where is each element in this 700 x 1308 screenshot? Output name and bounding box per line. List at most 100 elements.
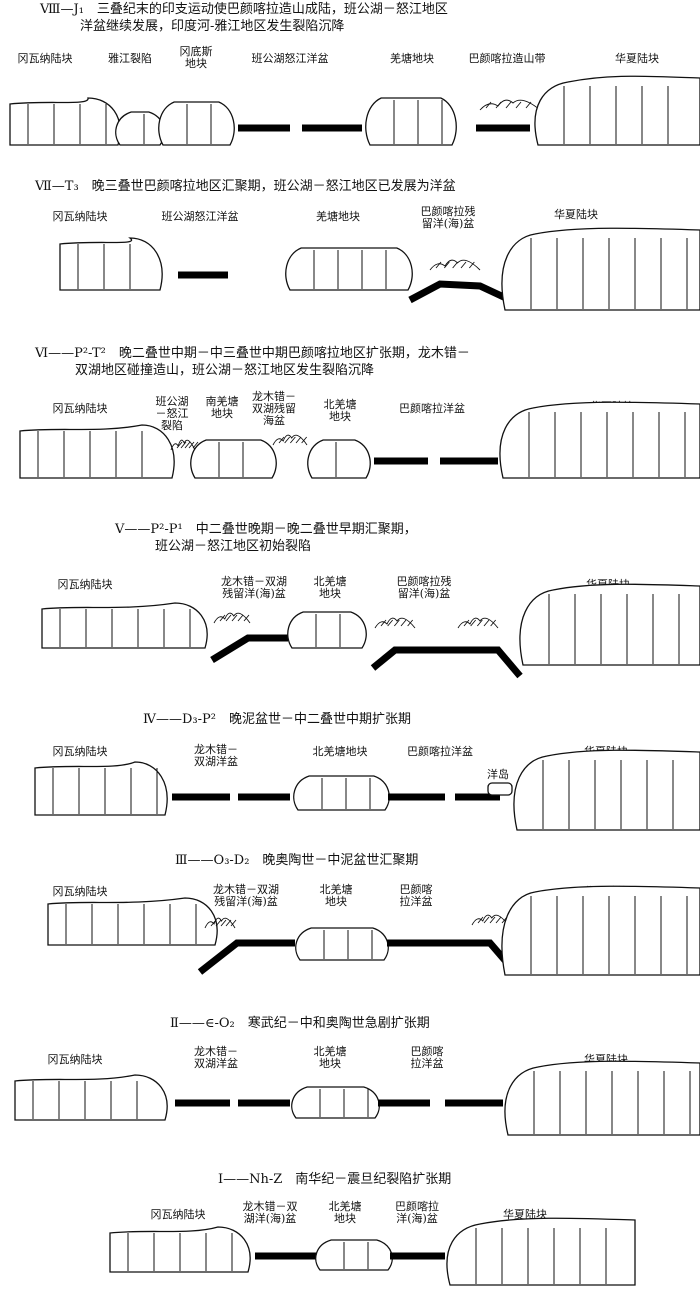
gondwana-block	[19, 424, 175, 479]
gondwana-block	[34, 761, 168, 816]
block-label: 龙木错－双湖残留洋(海)盆	[221, 574, 287, 600]
longmucuo-remnant-sediment	[272, 434, 308, 446]
cathaysia-block	[504, 1060, 700, 1136]
block-label: 巴颜喀拉洋盆	[407, 744, 473, 758]
cathaysia-block	[501, 885, 700, 976]
block-label: 龙木错－双湖洋盆	[194, 742, 238, 768]
block-label: 冈瓦纳陆块	[48, 1052, 103, 1066]
qiangtang-block	[285, 247, 413, 291]
panel-heading: Ⅶ—T₃ 晚三叠世巴颜喀拉地区汇聚期，班公湖－怒江地区已发展为洋盆	[34, 178, 456, 194]
gondwana-block	[41, 602, 208, 649]
block-label: 冈瓦纳陆块	[53, 209, 108, 223]
block-label: 雅江裂陷	[108, 51, 152, 65]
block-label: 巴颜喀拉残留洋(海)盆	[397, 574, 452, 600]
bangong-rift-sediment	[170, 439, 199, 451]
block-label: 冈瓦纳陆块	[53, 401, 108, 415]
block-label: 巴颜喀拉造山带	[469, 51, 546, 65]
block-label: 羌塘地块	[390, 51, 434, 65]
block-label: 龙木错－双湖残留洋(海)盆	[213, 882, 279, 908]
block-label: 班公湖怒江洋盆	[252, 51, 329, 65]
block-label: 北羌塘地块	[324, 397, 357, 423]
block-label: 巴颜喀拉洋盆	[411, 1045, 444, 1070]
cathaysia-block	[534, 75, 700, 146]
panel-heading: Ⅰ——Nh-Z 南华纪－震旦纪裂陷扩张期	[218, 1171, 451, 1187]
panel-VI: Ⅵ——P²-T² 晚二叠世中期－中三叠世中期巴颜喀拉地区扩张期，龙木错－双湖地区…	[19, 345, 700, 479]
block-label: 巴颜喀拉洋盆	[399, 401, 465, 415]
block-label: 巴颜喀拉洋盆	[400, 883, 433, 908]
panel-heading: Ⅷ—J₁ 三叠纪末的印支运动使巴颜喀拉造山成陆，班公湖－怒江地区	[39, 1, 448, 17]
panel-heading: 双湖地区碰撞造山，班公湖－怒江地区发生裂陷沉降	[75, 362, 374, 378]
block-label: 冈瓦纳陆块	[53, 744, 108, 758]
block-label: 北羌塘地块	[320, 882, 353, 908]
yajiang-rift	[115, 111, 165, 146]
cathaysia-block	[513, 749, 700, 831]
bayanhar-orogen-sediment	[479, 99, 541, 111]
block-label: 龙木错－双湖洋盆	[194, 1044, 238, 1070]
ocean-island	[487, 782, 513, 796]
gondwana-block	[47, 897, 218, 946]
bayanhar-sediment-left	[374, 617, 416, 629]
bayanhar-sediment	[429, 259, 481, 271]
panel-heading: Ⅴ——P²-P¹ 中二叠世晚期－晚二叠世早期汇聚期，	[114, 522, 417, 537]
north-qiangtang-block	[287, 611, 367, 649]
cathaysia-block	[499, 401, 700, 479]
block-label: 羌塘地块	[316, 209, 360, 223]
block-label: 龙木错－双湖洋(海)盆	[243, 1199, 298, 1225]
longmucuo-sediment	[213, 612, 251, 624]
bayanhar-remnant-basin	[370, 646, 523, 679]
block-label: 班公湖－怒江裂陷	[156, 395, 189, 432]
longmucuo-remnant-basin	[210, 634, 288, 663]
block-label: 冈瓦纳陆块	[53, 884, 108, 898]
gondwana-block	[109, 1226, 251, 1273]
bayanhar-remnant-basin	[408, 280, 512, 304]
panel-heading: Ⅳ——D₃-P² 晚泥盆世－中二叠世中期扩张期	[143, 712, 411, 727]
gondwana-block	[14, 1074, 168, 1121]
bayanhar-sediment	[471, 914, 509, 926]
block-label: 冈瓦纳陆块	[151, 1207, 206, 1221]
panel-VIII: Ⅷ—J₁ 三叠纪末的印支运动使巴颜喀拉造山成陆，班公湖－怒江地区洋盆继续发展，印…	[9, 1, 700, 146]
panel-heading: Ⅵ——P²-T² 晚二叠世中期－中三叠世中期巴颜喀拉地区扩张期，龙木错－	[34, 345, 470, 361]
panel-heading: Ⅱ——∈-O₂ 寒武纪－中和奥陶世急剧扩张期	[170, 1015, 430, 1031]
cathaysia-block	[519, 583, 700, 666]
block-label: 北羌塘地块	[329, 1199, 362, 1225]
block-label: 南羌塘地块	[206, 394, 239, 420]
longmucuo-remnant-basin	[197, 939, 295, 975]
block-label: 洋岛	[487, 767, 509, 781]
block-label: 冈底斯地块	[180, 44, 213, 70]
block-label: 班公湖怒江洋盆	[162, 209, 239, 223]
north-qiangtang-block	[307, 439, 371, 479]
longmucuo-sediment	[204, 917, 237, 929]
block-label: 华夏陆块	[554, 207, 598, 221]
block-label: 华夏陆块	[615, 51, 659, 65]
north-qiangtang-block	[295, 927, 389, 961]
gondwana-block	[59, 237, 163, 291]
block-label: 巴颜喀拉残留洋(海)盆	[421, 204, 476, 230]
panel-heading: Ⅲ——O₃-D₂ 晚奥陶世－中泥盆世汇聚期	[175, 852, 418, 868]
gangdese-block	[158, 101, 235, 146]
block-label: 北羌塘地块	[314, 1044, 347, 1070]
bayanhar-sediment-right	[457, 617, 499, 629]
panel-heading: 班公湖－怒江地区初始裂陷	[155, 539, 311, 554]
gondwana-block	[9, 97, 121, 146]
cathaysia-block	[501, 227, 700, 311]
cathaysia-block	[446, 1217, 636, 1286]
block-label: 巴颜喀拉洋(海)盆	[395, 1199, 439, 1225]
bayanhar-ocean-basin	[387, 939, 518, 975]
north-qiangtang-block	[293, 775, 390, 811]
qiangtang-block	[365, 97, 457, 146]
block-label: 龙木错－双湖残留海盆	[252, 389, 296, 427]
block-label: 北羌塘地块	[314, 574, 347, 600]
block-label: 华夏陆块	[503, 1207, 547, 1221]
south-qiangtang-block	[190, 439, 277, 479]
panel-heading: 洋盆继续发展，印度河-雅江地区发生裂陷沉降	[80, 18, 344, 34]
block-label: 冈瓦纳陆块	[18, 51, 73, 65]
north-qiangtang-block	[291, 1086, 380, 1119]
block-label: 北羌塘地块	[313, 744, 368, 758]
panel-V: Ⅴ——P²-P¹ 中二叠世晚期－晚二叠世早期汇聚期，班公湖－怒江地区初始裂陷冈瓦…	[41, 522, 700, 679]
